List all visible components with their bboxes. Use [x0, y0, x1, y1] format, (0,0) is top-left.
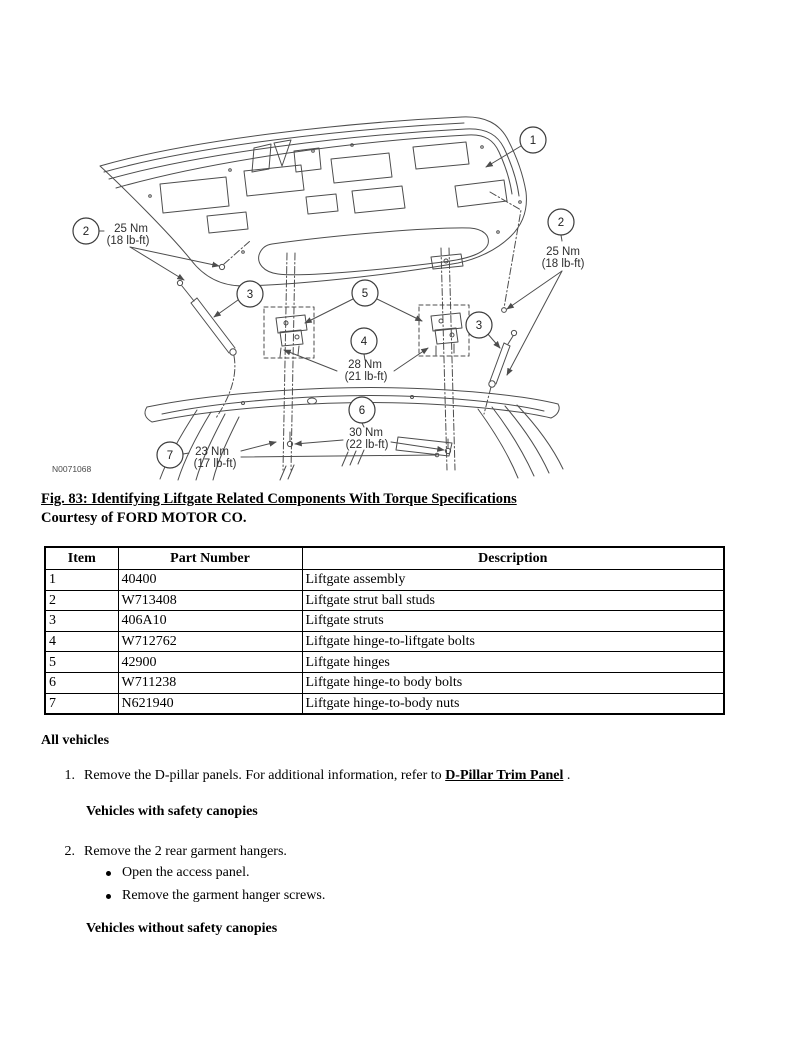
torque-nm: 23 Nm: [195, 446, 229, 458]
liftgate-diagram: 1 2 2 3 3 4 5: [0, 0, 794, 490]
description-cell: Liftgate assembly: [301, 569, 725, 591]
table-row: 1 40400 Liftgate assembly: [44, 569, 725, 591]
table-row: 5 42900 Liftgate hinges: [44, 651, 725, 673]
callout-2-left: 2: [72, 217, 100, 245]
torque-nm: 28 Nm: [348, 359, 382, 371]
table-row: 6 W711238 Liftgate hinge-to body bolts: [44, 671, 725, 694]
drawing-reference-number: N0071068: [52, 464, 92, 474]
step-text: Remove the D-pillar panels. For addition…: [84, 768, 570, 784]
bullet-item: Open the access panel.: [122, 865, 250, 880]
torque-lbft: (22 lb-ft): [346, 439, 389, 451]
callout-number: 7: [167, 450, 173, 462]
torque-lbft: (21 lb-ft): [345, 371, 388, 383]
torque-lbft: (17 lb-ft): [194, 458, 237, 470]
liftgate-outline: [99, 116, 527, 287]
callout-number: 2: [558, 217, 564, 229]
parts-table-header-row: Item Part Number Description: [44, 546, 725, 570]
item-cell: 6: [44, 671, 119, 694]
callout-6: 6: [348, 396, 376, 424]
torque-nm: 25 Nm: [546, 246, 580, 258]
callout-3-left: 3: [236, 280, 264, 308]
bullet-icon: [106, 894, 111, 899]
part-number-cell: W713408: [117, 589, 303, 612]
item-cell: 7: [44, 692, 119, 715]
callout-3-right: 3: [465, 311, 493, 339]
callout-1: 1: [519, 126, 547, 154]
torque-label-7: 23 Nm (17 lb-ft): [194, 446, 237, 470]
liftgate-diagram-svg: 1 2 2 3 3 4 5: [52, 116, 585, 481]
column-header-part-number: Part Number: [117, 546, 303, 570]
torque-label-2-right: 25 Nm (18 lb-ft): [542, 246, 585, 270]
description-cell: Liftgate strut ball studs: [301, 589, 725, 612]
liftgate-hinges: [263, 304, 470, 359]
callout-number: 3: [247, 289, 253, 301]
column-header-item: Item: [44, 546, 119, 570]
description-cell: Liftgate hinge-to-liftgate bolts: [301, 630, 725, 653]
item-cell: 3: [44, 610, 119, 632]
table-row: 4 W712762 Liftgate hinge-to-liftgate bol…: [44, 630, 725, 653]
table-row: 7 N621940 Liftgate hinge-to-body nuts: [44, 692, 725, 715]
callout-number: 5: [362, 288, 368, 300]
torque-label-6: 30 Nm (22 lb-ft): [346, 427, 389, 451]
torque-label-2-left: 25 Nm (18 lb-ft): [107, 223, 150, 247]
right-liftgate-strut: [483, 191, 522, 415]
description-cell: Liftgate hinge-to body bolts: [301, 671, 725, 694]
step-text-suffix: .: [563, 768, 571, 783]
callout-number: 1: [530, 135, 536, 147]
figure-caption: Fig. 83: Identifying Liftgate Related Co…: [41, 490, 517, 528]
item-cell: 4: [44, 630, 119, 653]
section-heading-all-vehicles: All vehicles: [41, 733, 110, 748]
torque-lbft: (18 lb-ft): [107, 235, 150, 247]
item-cell: 5: [44, 651, 119, 673]
hinge-axis-lines: [282, 247, 456, 471]
callout-5: 5: [351, 279, 379, 307]
description-cell: Liftgate hinge-to-body nuts: [301, 692, 725, 715]
part-number-cell: W711238: [117, 671, 303, 694]
torque-nm: 30 Nm: [349, 427, 383, 439]
figure-caption-courtesy: Courtesy of FORD MOTOR CO.: [41, 510, 247, 526]
description-cell: Liftgate struts: [301, 610, 725, 632]
item-cell: 2: [44, 589, 119, 612]
step-text-prefix: Remove the D-pillar panels. For addition…: [84, 768, 446, 783]
item-cell: 1: [44, 569, 119, 591]
part-number-cell: N621940: [117, 692, 303, 715]
callout-2-right: 2: [547, 208, 575, 236]
description-cell: Liftgate hinges: [301, 651, 725, 673]
subheading-vehicles-without-safety-canopies: Vehicles without safety canopies: [86, 921, 278, 936]
vehicle-body: [144, 387, 564, 481]
table-row: 3 406A10 Liftgate struts: [44, 610, 725, 632]
left-liftgate-strut: [176, 240, 251, 419]
callout-number: 2: [83, 226, 89, 238]
bullet-item: Remove the garment hanger screws.: [122, 888, 326, 903]
callout-number: 6: [359, 405, 365, 417]
figure-caption-title: Fig. 83: Identifying Liftgate Related Co…: [41, 491, 517, 507]
d-pillar-trim-panel-link[interactable]: D-Pillar Trim Panel: [445, 768, 564, 783]
table-row: 2 W713408 Liftgate strut ball studs: [44, 589, 725, 612]
part-number-cell: W712762: [117, 630, 303, 653]
torque-label-4: 28 Nm (21 lb-ft): [345, 359, 388, 383]
step-text: Remove the 2 rear garment hangers.: [84, 844, 287, 859]
column-header-description: Description: [301, 546, 725, 570]
bullet-icon: [106, 871, 111, 876]
subheading-vehicles-with-safety-canopies: Vehicles with safety canopies: [86, 804, 258, 819]
liftgate-inner-details: [148, 139, 522, 270]
step-number: 2.: [64, 844, 76, 859]
step-number: 1.: [64, 768, 76, 783]
callout-number: 3: [476, 320, 482, 332]
parts-table: Item Part Number Description 1 40400 Lif…: [44, 546, 725, 716]
callout-7: 7: [156, 441, 184, 469]
part-number-cell: 40400: [117, 569, 303, 591]
leader-lines: [98, 145, 563, 458]
torque-nm: 25 Nm: [114, 223, 148, 235]
callout-4: 4: [350, 327, 378, 355]
part-number-cell: 42900: [117, 651, 303, 673]
part-number-cell: 406A10: [117, 610, 303, 632]
torque-lbft: (18 lb-ft): [542, 258, 585, 270]
callout-number: 4: [361, 336, 368, 348]
